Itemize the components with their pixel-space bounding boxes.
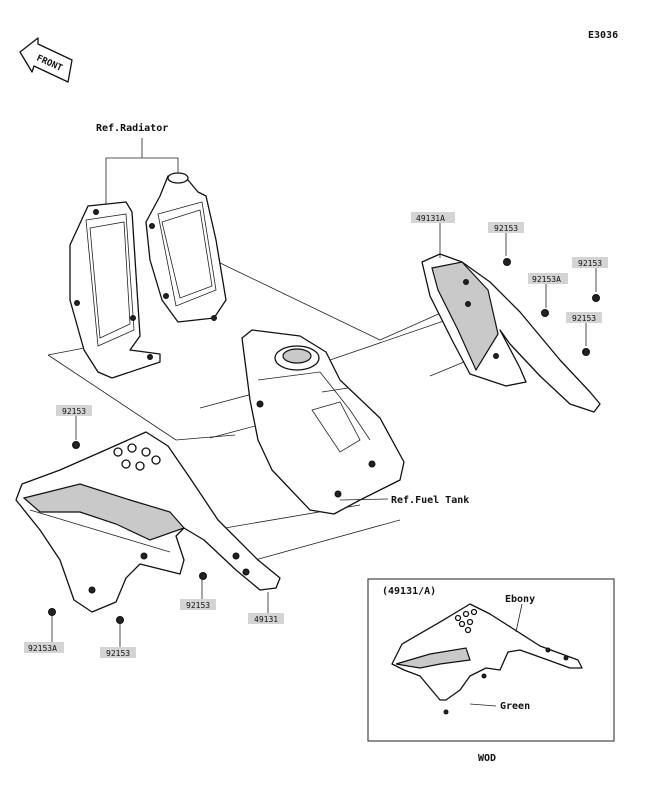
bolt-icon	[582, 348, 590, 356]
right-bolt-far-tag	[572, 257, 608, 268]
inset-color-top: Ebony	[505, 594, 535, 605]
bolt-icon	[199, 572, 207, 580]
left-shroud-tag	[248, 613, 284, 624]
left-bolt-front-label: 92153	[186, 601, 210, 610]
bolt-icon	[541, 309, 549, 317]
left-bolt-mid-label: 92153	[106, 649, 130, 658]
right-shroud-tag	[411, 212, 455, 223]
right-shroud	[421, 253, 601, 413]
left-radiator	[69, 201, 161, 379]
fuel-tank-leader	[339, 498, 389, 501]
front-arrow-icon: FRONT	[19, 37, 73, 83]
right-bolt-top-label: 92153	[494, 224, 518, 233]
right-radiator	[145, 172, 227, 323]
right-bolt-top-tag	[488, 222, 524, 233]
fuel-tank	[241, 329, 405, 515]
bolt-icon	[116, 616, 124, 624]
right-bolt-a-label: 92153A	[532, 275, 561, 284]
ref-fuel-tank-label: Ref.Fuel Tank	[391, 495, 469, 506]
left-shroud-label: 49131	[254, 615, 278, 624]
left-bolt-a-tag	[24, 642, 64, 653]
inset-color-bottom: Green	[500, 701, 530, 712]
bolt-icon	[592, 294, 600, 302]
inset-footer: WOD	[478, 753, 496, 764]
ref-radiator-label: Ref.Radiator	[96, 122, 168, 134]
right-shroud-label: 49131A	[416, 214, 445, 223]
color-variant-inset: (49131/A) Ebony Green WOD	[367, 578, 615, 764]
right-bolt-a-tag	[528, 273, 568, 284]
right-bolt-low-label: 92153	[572, 314, 596, 323]
left-bolt-mid-tag	[100, 647, 136, 658]
bolt-icon	[48, 608, 56, 616]
left-bolt-front-tag	[180, 599, 216, 610]
left-shroud	[15, 431, 281, 613]
radiator-bracket	[105, 138, 179, 205]
bolt-icon	[72, 441, 80, 449]
right-bolt-far-label: 92153	[578, 259, 602, 268]
left-bolt-top-tag	[56, 405, 92, 416]
bolt-icon	[503, 258, 511, 266]
left-bolt-a-label: 92153A	[28, 644, 57, 653]
diagram-code: E3036	[588, 30, 618, 41]
left-bolt-top-label: 92153	[62, 407, 86, 416]
inset-title: (49131/A)	[382, 586, 436, 597]
right-bolt-low-tag	[566, 312, 602, 323]
